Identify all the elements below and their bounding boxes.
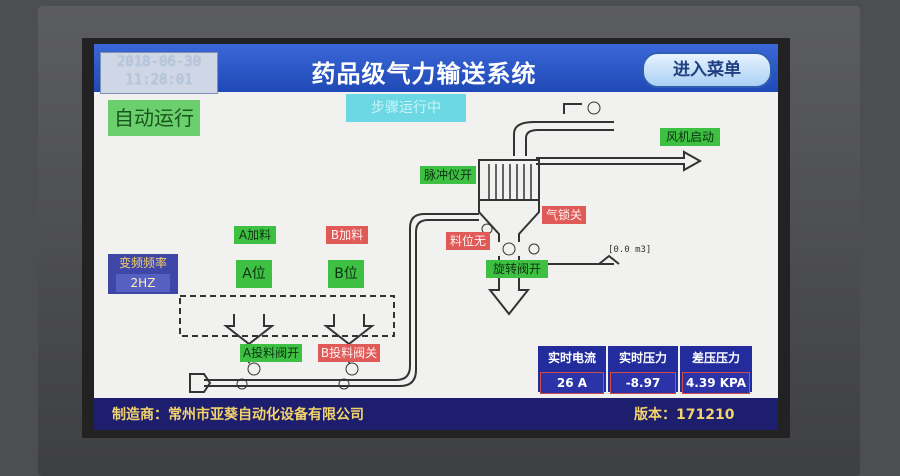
- diff-pressure-value: 4.39 KPA: [682, 372, 750, 394]
- manufacturer-text: 制造商：常州市亚葵自动化设备有限公司: [112, 407, 364, 423]
- a-position-indicator: A位: [236, 260, 272, 288]
- pressure-value: -8.97 KPa: [610, 372, 676, 410]
- b-feed-label: B加料: [326, 226, 368, 244]
- version-text: 版本：171210: [634, 407, 735, 423]
- pressure-panel: 实时压力 -8.97 KPa: [608, 346, 678, 410]
- vfd-value: 2HZ: [116, 274, 170, 292]
- pulse-valve-label: 脉冲仪开: [420, 166, 476, 184]
- current-panel: 实时电流 26 A: [538, 346, 606, 394]
- vfd-title: 变频频率: [118, 256, 167, 270]
- diff-pressure-panel: 差压压力 4.39 KPA: [680, 346, 752, 394]
- step-status-indicator: 步骤运行中: [346, 94, 466, 122]
- svg-text:[0.0 m3]: [0.0 m3]: [608, 245, 651, 255]
- current-value: 26 A: [540, 372, 604, 394]
- vfd-frequency-panel: 变频频率 2HZ: [108, 254, 178, 294]
- rotary-valve-label: 旋转阀开: [486, 260, 548, 278]
- time-text: 11:28:01: [125, 72, 193, 88]
- a-feed-label: A加料: [234, 226, 276, 244]
- b-position-indicator: B位: [328, 260, 364, 288]
- auto-run-indicator: 自动运行: [108, 100, 200, 136]
- pressure-title: 实时压力: [618, 351, 667, 365]
- b-valve-label: B投料阀关: [318, 344, 380, 362]
- fan-start-label: 风机启动: [660, 128, 720, 146]
- hmi-screen: 2018-06-30 11:28:01 药品级气力输送系统 进入菜单 自动运行 …: [94, 44, 778, 430]
- a-valve-label: A投料阀开: [240, 344, 302, 362]
- current-title: 实时电流: [547, 351, 596, 365]
- datetime-display: 2018-06-30 11:28:01: [100, 52, 218, 94]
- air-lock-label: 气锁关: [542, 206, 586, 224]
- diff-pressure-title: 差压压力: [691, 351, 740, 365]
- process-diagram: [0.0 m3]: [179, 101, 703, 393]
- app-title: 药品级气力输送系统: [311, 59, 537, 88]
- footer-bar: [94, 398, 778, 430]
- level-label: 料位无: [446, 232, 490, 250]
- date-text: 2018-06-30: [116, 54, 202, 70]
- enter-menu-button[interactable]: 进入菜单: [642, 52, 772, 88]
